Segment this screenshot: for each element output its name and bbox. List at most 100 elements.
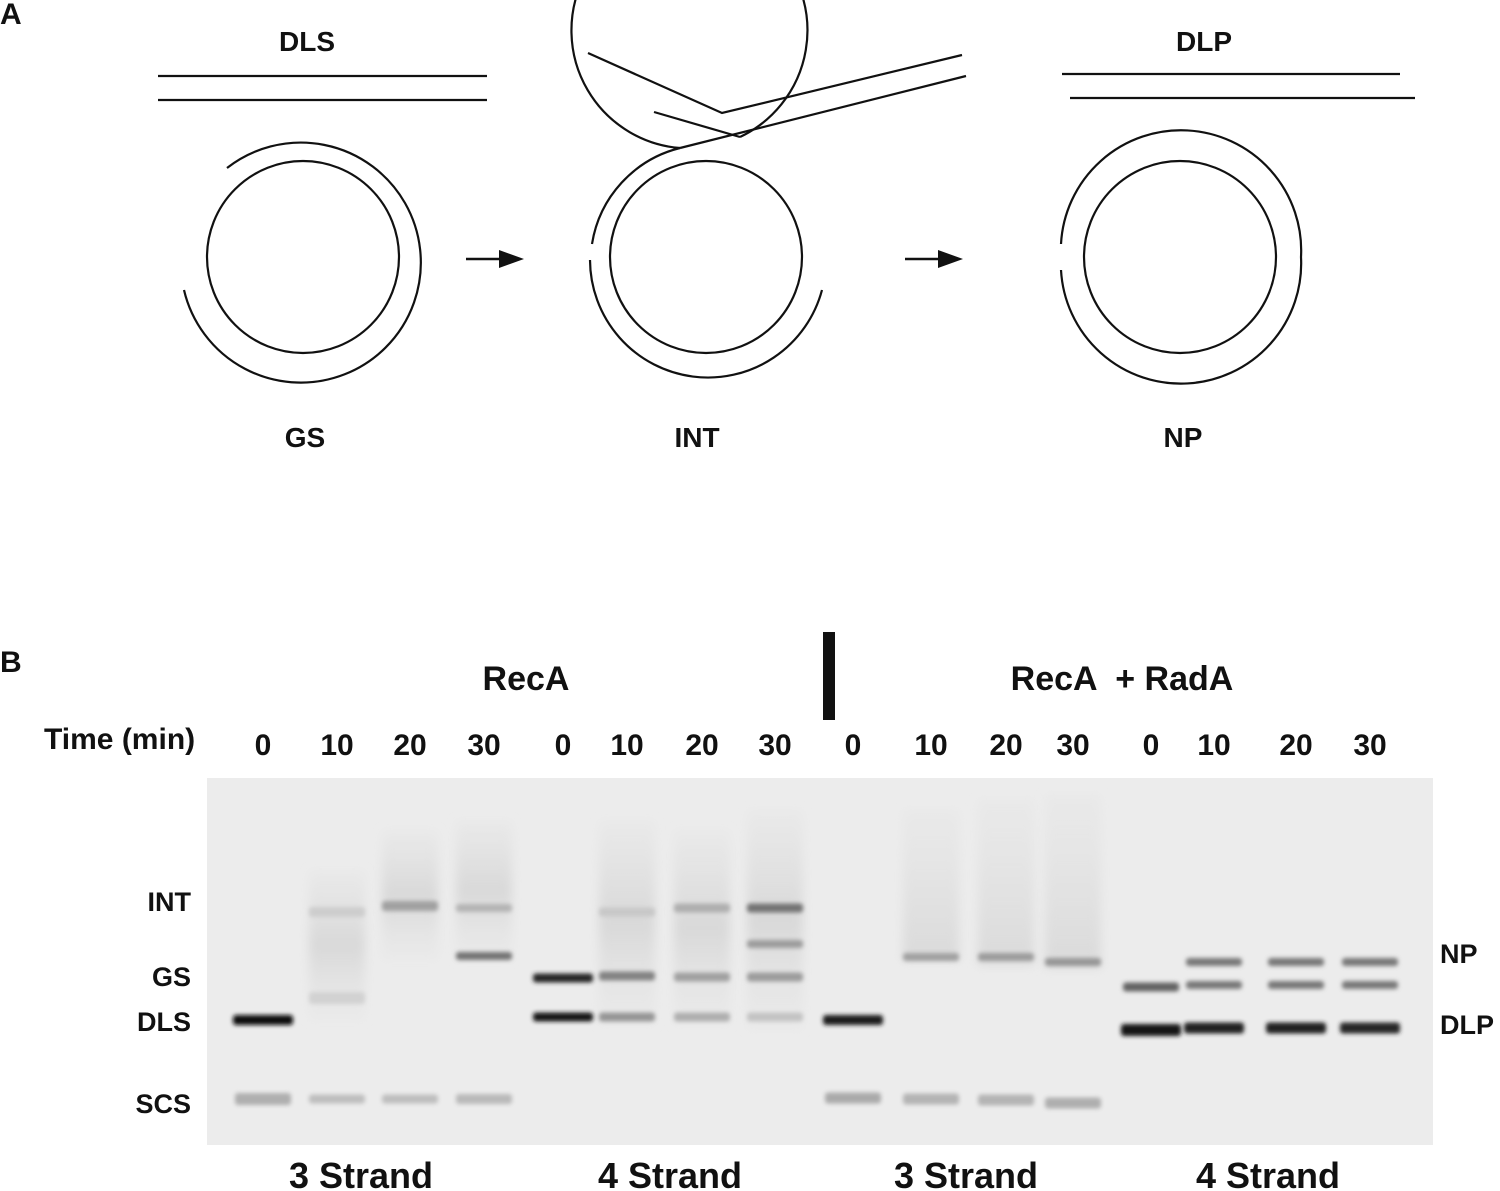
group-label-2: 4 Strand — [598, 1155, 742, 1191]
band-np-lane-10 — [903, 953, 959, 961]
time-point-6: 10 — [610, 729, 643, 762]
int-displaced-strand — [679, 74, 967, 150]
smear-lane-3 — [382, 830, 438, 960]
int-crossing-strand-a — [587, 51, 963, 115]
time-point-14: 10 — [1197, 729, 1230, 762]
band-int-lane-7 — [674, 903, 730, 913]
int-outer-arc — [570, 0, 809, 150]
band-gs-lane-14 — [1186, 981, 1242, 989]
condition-reca-rada: RecA + RadA — [1011, 660, 1234, 698]
time-point-1: 0 — [255, 729, 272, 762]
band-gs-lane-15 — [1268, 981, 1324, 989]
time-point-7: 20 — [685, 729, 718, 762]
time-point-16: 30 — [1353, 729, 1386, 762]
time-point-4: 30 — [467, 729, 500, 762]
band-int-lower-lane-8 — [747, 940, 803, 948]
dlp-top-label: DLP — [1176, 26, 1232, 57]
time-point-12: 30 — [1056, 729, 1089, 762]
band-np-lane-11 — [978, 953, 1034, 961]
time-point-15: 20 — [1279, 729, 1312, 762]
int-outer-arc-left — [590, 146, 681, 245]
smear-lane-4 — [456, 820, 512, 960]
smear-lane-12 — [1045, 795, 1101, 968]
band-gs-lane-5 — [533, 973, 593, 983]
arrow-2 — [905, 250, 963, 268]
time-point-8: 30 — [758, 729, 791, 762]
int-crossing-strand-b — [653, 110, 741, 139]
int-bottom-label: INT — [674, 422, 719, 453]
gs-schematic — [158, 74, 487, 384]
panel-b-label: B — [0, 646, 22, 679]
gs-outer-arc — [182, 141, 422, 384]
band-gs-lane-8 — [747, 972, 803, 982]
np-bottom-label: NP — [1164, 422, 1203, 453]
gs-inner-circle — [205, 159, 401, 355]
band-gs-lane-13 — [1123, 982, 1179, 992]
condition-reca: RecA — [483, 660, 570, 698]
smear-lane-10 — [903, 810, 959, 960]
gel — [207, 778, 1433, 1145]
band-dlp-lane-16 — [1340, 1022, 1400, 1034]
panel-a-label: A — [0, 0, 22, 31]
gs-bottom-label: GS — [285, 422, 325, 453]
band-scs-lane-1 — [235, 1093, 291, 1105]
np-inner-circle — [1082, 159, 1278, 355]
arrow-2-head — [938, 250, 963, 268]
band-dlp-lane-15 — [1266, 1022, 1326, 1034]
arrow-1-head — [499, 250, 524, 268]
band-gs-lane-7 — [674, 972, 730, 982]
band-scs-lane-9 — [825, 1092, 881, 1104]
smear-lane-8 — [747, 810, 803, 1030]
band-int-lane-3 — [382, 901, 438, 911]
panel-b: B RecA RecA + RadA Time (min) 0 10 20 30 0 10… — [0, 632, 1494, 1191]
band-dls-lane-8 — [747, 1012, 803, 1022]
band-np-lane-4 — [456, 952, 512, 960]
gel-bands — [233, 901, 1400, 1109]
int-outer-arc-lower — [588, 259, 824, 379]
time-point-9: 0 — [845, 729, 862, 762]
np-outer-arc-lower — [1059, 256, 1303, 385]
band-scs-lane-10 — [903, 1093, 959, 1105]
np-schematic — [1059, 72, 1415, 385]
time-point-5: 0 — [555, 729, 572, 762]
band-np-lane-16 — [1342, 958, 1398, 966]
group-label-1: 3 Strand — [289, 1155, 433, 1191]
dls-top-label: DLS — [279, 26, 335, 57]
band-label-dlp: DLP — [1440, 1010, 1494, 1040]
band-scs-lane-3 — [382, 1094, 438, 1104]
band-np-lane-14 — [1186, 958, 1242, 966]
smear-lane-7 — [674, 830, 730, 1025]
int-schematic — [570, 0, 967, 379]
band-dls-lane-9 — [823, 1015, 883, 1025]
np-outer-arc-upper — [1059, 129, 1303, 258]
band-label-gs: GS — [152, 962, 191, 992]
time-point-3: 20 — [393, 729, 426, 762]
time-point-11: 20 — [989, 729, 1022, 762]
band-dls-lane-5 — [533, 1012, 593, 1022]
condition-divider — [823, 632, 835, 720]
band-dls-lane-1 — [233, 1015, 293, 1025]
band-scs-lane-11 — [978, 1094, 1034, 1106]
panel-a: A DLS GS INT — [0, 0, 1415, 453]
smear-lane-6 — [599, 820, 655, 1025]
time-point-2: 10 — [320, 729, 353, 762]
int-inner-circle — [608, 159, 804, 355]
band-np-lane-12 — [1045, 958, 1101, 966]
band-scs-lane-2 — [309, 1094, 365, 1104]
band-label-dls: DLS — [137, 1007, 191, 1037]
band-int-lane-8 — [747, 903, 803, 913]
band-scs-lane-12 — [1045, 1097, 1101, 1109]
band-gs-lane-6 — [599, 971, 655, 981]
group-label-4: 4 Strand — [1196, 1155, 1340, 1191]
time-point-13: 0 — [1143, 729, 1160, 762]
band-dlp-lane-13 — [1121, 1024, 1181, 1036]
band-dls-lane-7 — [674, 1012, 730, 1022]
band-label-np: NP — [1440, 939, 1478, 969]
band-int-lane-4 — [456, 904, 512, 912]
smear-lane-11 — [978, 800, 1034, 965]
time-axis-label: Time (min) — [44, 723, 195, 756]
band-int-lane-6 — [599, 907, 655, 917]
band-smear-lane-2 — [309, 992, 365, 1004]
